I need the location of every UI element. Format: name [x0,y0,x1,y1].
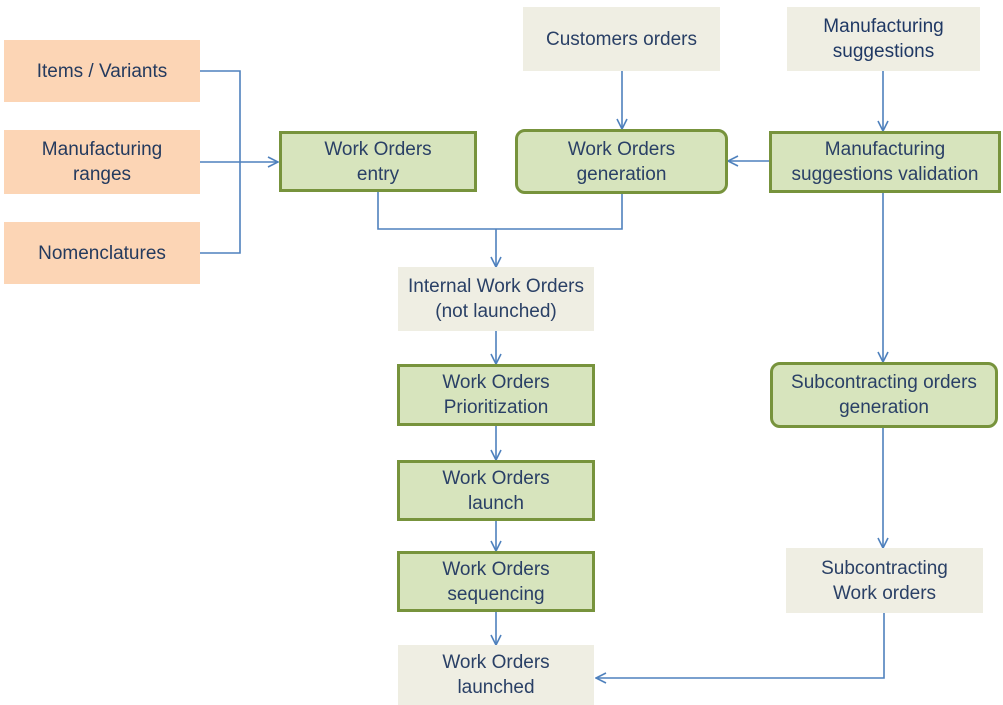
node-work-orders-sequencing: Work Orders sequencing [397,551,595,612]
node-work-orders-prioritization: Work Orders Prioritization [397,364,595,426]
node-work-orders-generation: Work Orders generation [515,129,728,194]
node-nomenclatures: Nomenclatures [4,222,200,284]
node-work-orders-launch: Work Orders launch [397,460,595,521]
connector-inputs-to-entry [200,70,278,254]
node-internal-work-orders: Internal Work Orders (not launched) [398,267,594,331]
node-items-variants: Items / Variants [4,40,200,102]
connector-subcontracting-to-launched [596,613,885,678]
node-subcontracting-orders-generation: Subcontracting orders generation [770,362,998,428]
connector-entry-generation-merge [377,191,623,230]
node-work-orders-launched: Work Orders launched [398,645,594,705]
node-subcontracting-work-orders: Subcontracting Work orders [786,548,983,613]
node-customers-orders: Customers orders [523,7,720,71]
node-manufacturing-suggestions-validation: Manufacturing suggestions validation [769,131,1001,193]
node-work-orders-entry: Work Orders entry [279,131,477,192]
node-manufacturing-suggestions: Manufacturing suggestions [787,7,980,71]
node-manufacturing-ranges: Manufacturing ranges [4,130,200,194]
